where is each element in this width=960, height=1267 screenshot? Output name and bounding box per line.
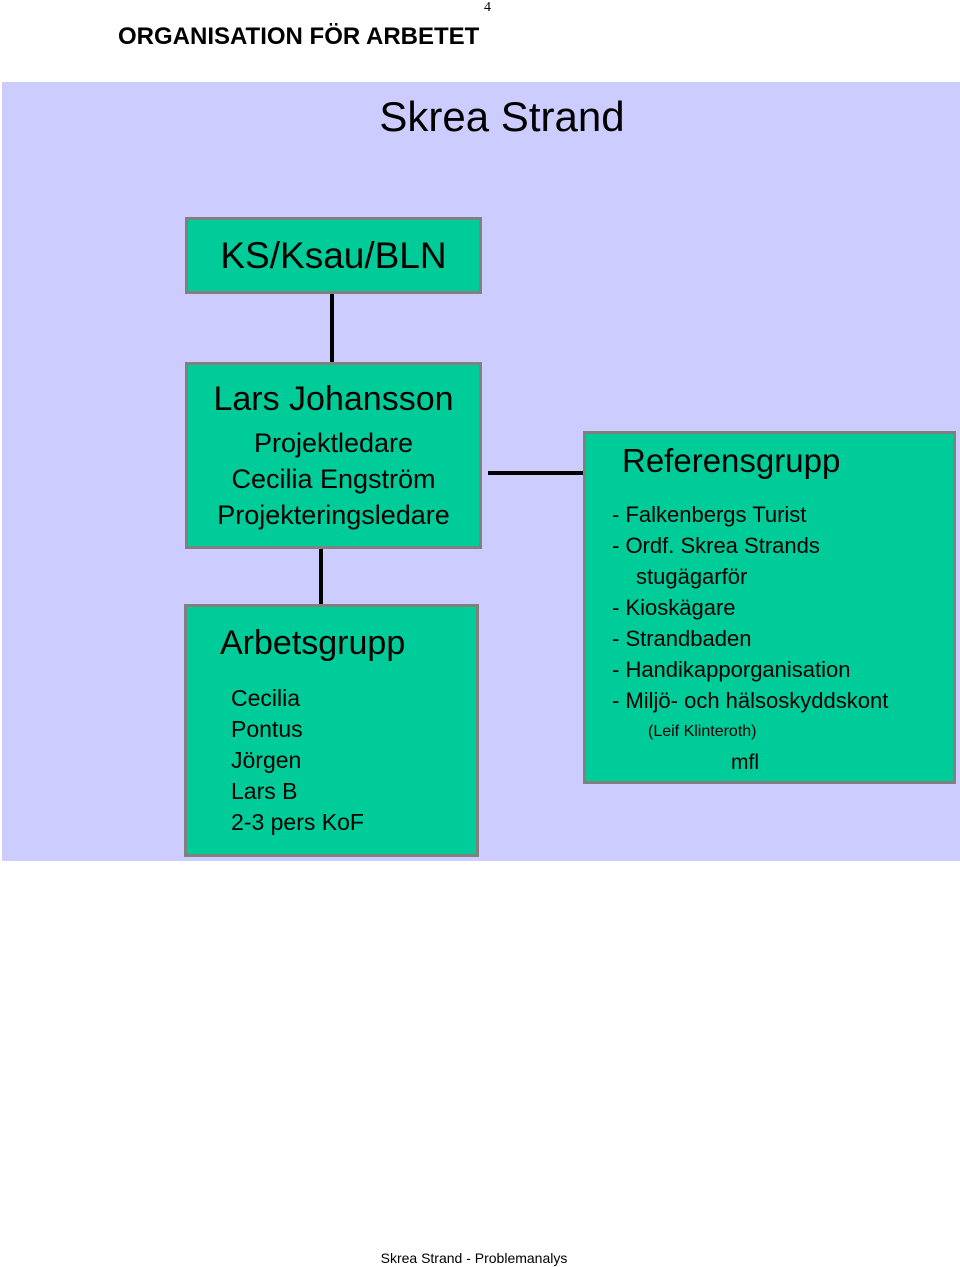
document-title: ORGANISATION FÖR ARBETET [118, 23, 480, 50]
ks-box: KS/Ksau/BLN [185, 217, 482, 294]
arbetsgrupp-member: Pontus [231, 716, 303, 742]
referensgrupp-contact-note: (Leif Klinteroth) [648, 723, 757, 740]
referensgrupp-member-continuation: stugägarför [636, 564, 748, 589]
lead-name: Lars Johansson [213, 380, 454, 418]
page-footer: Skrea Strand - Problemanalys [380, 1250, 568, 1266]
arbetsgrupp-member: Jörgen [231, 747, 302, 773]
project-lead-box: Lars Johansson Projektledare Cecilia Eng… [185, 362, 482, 549]
connector-lead-to-referensgrupp [488, 471, 583, 475]
arbetsgrupp-member-list: Cecilia Pontus Jörgen Lars B 2-3 pers Ko… [231, 683, 364, 838]
page-number: 4 [484, 0, 491, 15]
referensgrupp-member: - Kioskägare [612, 595, 736, 620]
referensgrupp-heading: Referensgrupp [622, 442, 841, 479]
ks-box-label: KS/Ksau/BLN [220, 235, 447, 276]
arbetsgrupp-member: Lars B [231, 778, 298, 804]
planning-lead-name: Cecilia Engström [231, 464, 436, 494]
referensgrupp-member-list: - Falkenbergs Turist - Ordf. Skrea Stran… [612, 499, 888, 716]
referensgrupp-member: - Falkenbergs Turist [612, 502, 807, 527]
lead-role: Projektledare [253, 428, 414, 458]
referensgrupp-member: - Miljö- och hälsoskyddskont [612, 688, 889, 713]
arbetsgrupp-member: 2-3 pers KoF [231, 809, 364, 835]
diagram-title: Skrea Strand [379, 93, 625, 140]
referensgrupp-member: - Handikapporganisation [612, 657, 851, 682]
referensgrupp-box: Referensgrupp - Falkenbergs Turist - Ord… [583, 431, 956, 784]
arbetsgrupp-member: Cecilia [231, 685, 301, 711]
planning-lead-role: Projekteringsledare [217, 500, 450, 530]
connector-ks-to-lead [330, 294, 334, 362]
arbetsgrupp-heading: Arbetsgrupp [220, 624, 406, 662]
referensgrupp-member: - Ordf. Skrea Strands [612, 533, 820, 558]
referensgrupp-more: mfl [731, 751, 759, 774]
arbetsgrupp-box: Arbetsgrupp Cecilia Pontus Jörgen Lars B… [184, 604, 479, 857]
connector-lead-to-arbetsgrupp [319, 549, 323, 604]
referensgrupp-member: - Strandbaden [612, 626, 752, 651]
